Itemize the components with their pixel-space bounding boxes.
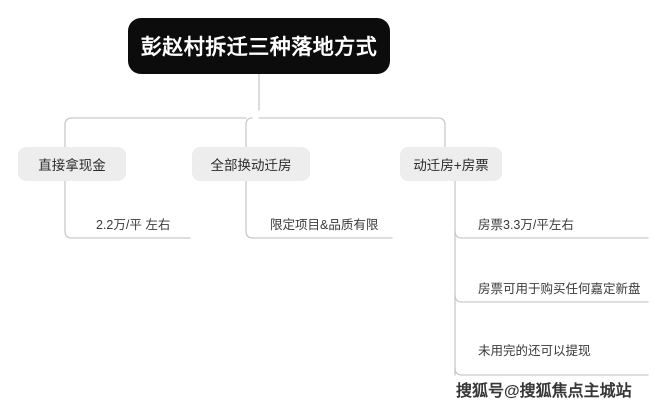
leaf-node-voucher-cashout: 未用完的还可以提现 [478,344,591,358]
leaf-node-cash-price: 2.2万/平 左右 [96,218,171,232]
wire-to-branch-3 [437,117,446,148]
leaf-node-voucher-usage: 房票可用于购买任何嘉定新盘 [478,282,641,296]
root-node-label: 彭赵村拆迁三种落地方式 [140,36,378,59]
wire-to-branch-1 [64,117,73,148]
wire-branch3-leaf2 [454,294,649,303]
leaf-node-limited-projects: 限定项目&品质有限 [270,218,379,232]
branch-node-label: 动迁房+房票 [413,158,489,173]
wire-to-branch-2 [245,117,253,148]
branch-node-resettlement-housing[interactable]: 全部换动迁房 [192,147,310,181]
branch-node-cash[interactable]: 直接拿现金 [18,147,126,181]
root-node[interactable]: 彭赵村拆迁三种落地方式 [128,18,390,74]
wire-branch3-leaf1 [454,230,649,239]
branch-node-label: 直接拿现金 [38,158,106,173]
wire-branch3-leaf3 [454,367,649,376]
branch-node-housing-plus-voucher[interactable]: 动迁房+房票 [400,147,502,181]
watermark: 搜狐号@搜狐焦点主城站 [456,383,632,400]
leaf-node-voucher-price: 房票3.3万/平左右 [478,218,574,232]
branch-node-label: 全部换动迁房 [210,158,292,173]
